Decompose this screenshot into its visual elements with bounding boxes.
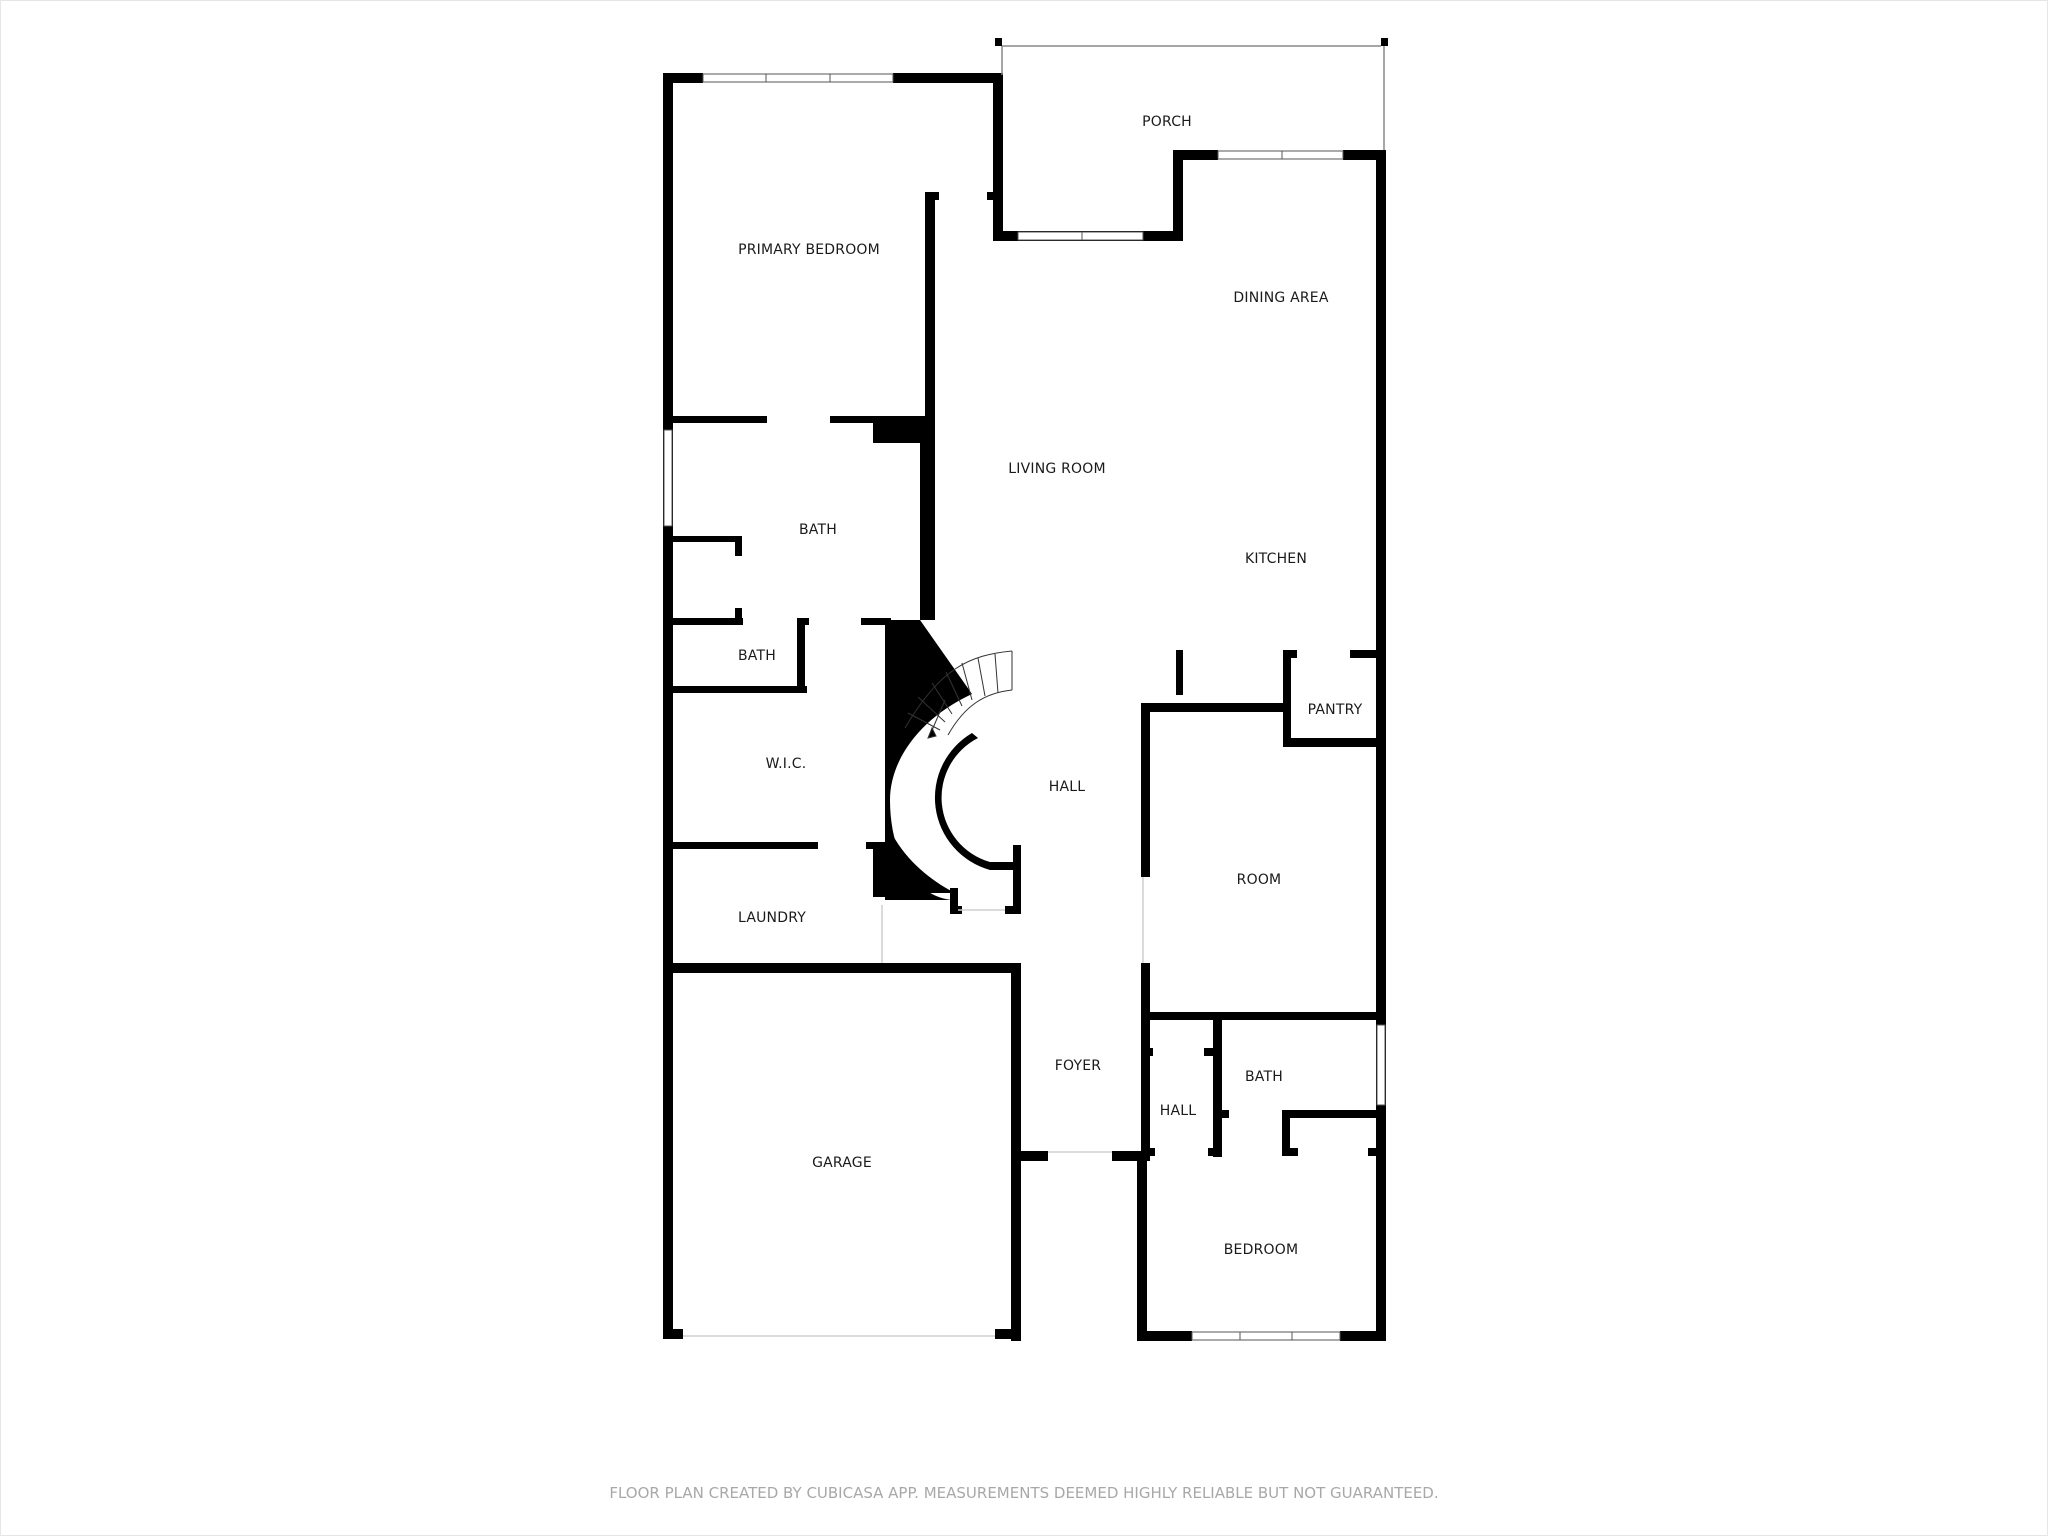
room-label-pantry: PANTRY xyxy=(1307,702,1363,718)
room-label-living-room: LIVING ROOM xyxy=(1008,461,1106,477)
room-label-foyer: FOYER xyxy=(1054,1058,1102,1074)
room-label-porch: PORCH xyxy=(1142,114,1192,130)
room-label-primary-bedroom: PRIMARY BEDROOM xyxy=(738,242,880,258)
room-label-bath-guest: BATH xyxy=(1245,1069,1283,1085)
room-label-dining-area: DINING AREA xyxy=(1233,290,1329,306)
room-label-hall-small: HALL xyxy=(1159,1103,1197,1119)
room-label-primary-bath: BATH xyxy=(799,522,837,538)
room-label-bedroom: BEDROOM xyxy=(1223,1242,1299,1258)
walls xyxy=(663,38,1388,1341)
staircase-treads xyxy=(904,650,1013,739)
room-label-hall: HALL xyxy=(1048,779,1086,795)
room-label-laundry: LAUNDRY xyxy=(738,910,806,926)
room-label-garage: GARAGE xyxy=(812,1155,872,1171)
room-label-kitchen: KITCHEN xyxy=(1244,551,1308,567)
room-label-bath-small: BATH xyxy=(738,648,776,664)
footer-disclaimer: FLOOR PLAN CREATED BY CUBICASA APP. MEAS… xyxy=(609,1484,1439,1502)
room-label-wic: W.I.C. xyxy=(765,756,807,772)
windows-and-openings xyxy=(663,73,1386,1341)
open-lines xyxy=(683,45,1385,1337)
room-label-room: ROOM xyxy=(1236,872,1282,888)
